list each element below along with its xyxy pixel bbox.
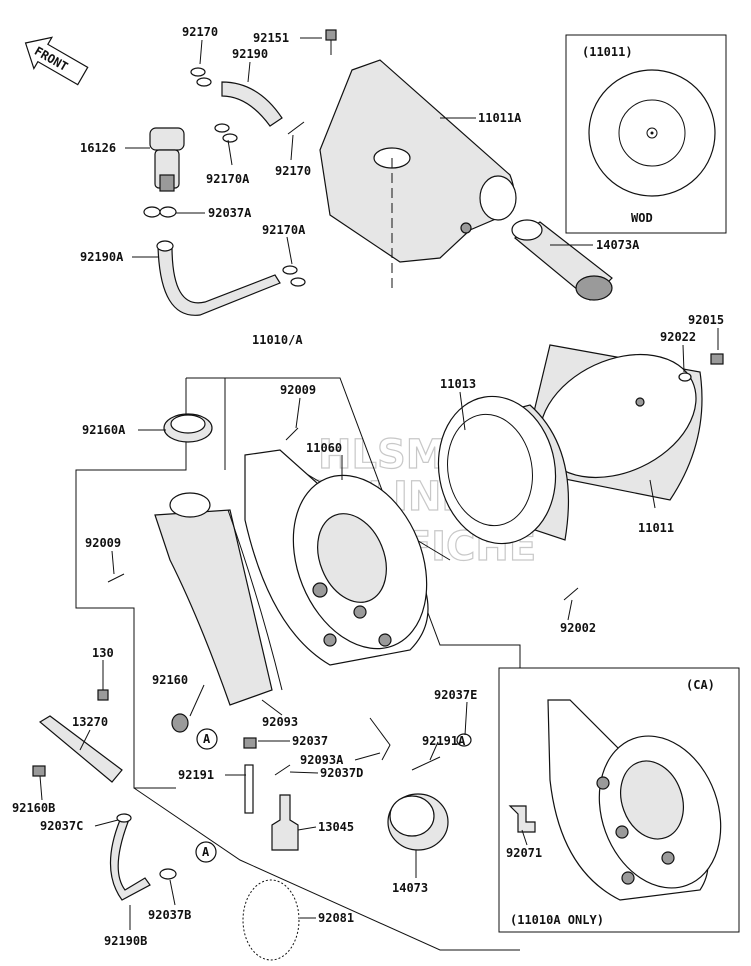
callout-a-2: A <box>195 841 217 863</box>
clamp-92037E <box>456 733 472 747</box>
clip-92170 <box>190 67 212 87</box>
clip-92037D <box>274 764 291 776</box>
leader-lines <box>39 37 719 930</box>
label-92037B: 92037B <box>148 908 191 922</box>
label-92160: 92160 <box>152 673 188 687</box>
part-labels: 92170 92151 92190 16126 11011A 92170 921… <box>12 25 724 948</box>
inset-ca: (CA) (11010A ONLY) <box>498 667 740 933</box>
label-92160B: 92160B <box>12 801 55 815</box>
clamp-92037 <box>243 737 257 749</box>
label-92037C: 92037C <box>40 819 83 833</box>
reference-lines <box>75 377 521 951</box>
grommet-92160B <box>32 765 46 777</box>
pipe-92191 <box>244 764 254 814</box>
label-92009-upper: 92009 <box>280 383 316 397</box>
label-92170A-2: 92170A <box>262 223 306 237</box>
label-92170: 92170 <box>182 25 218 39</box>
valve-16126 <box>149 127 185 192</box>
watermark-line-1: HLSM <box>318 432 446 478</box>
label-14073: 14073 <box>392 881 428 895</box>
hose-92190B <box>109 819 151 901</box>
bolt-92015 <box>710 353 724 365</box>
label-130: 130 <box>92 646 114 660</box>
label-92190A: 92190A <box>80 250 124 264</box>
clip-92037C <box>116 813 132 823</box>
label-92081: 92081 <box>318 911 354 925</box>
label-92002: 92002 <box>560 621 596 635</box>
bolt-92009-upper <box>285 427 299 441</box>
label-92009-lower: 92009 <box>85 536 121 550</box>
label-11011: 11011 <box>638 521 674 535</box>
inset-ca-title: (CA) <box>686 678 715 692</box>
label-92190B: 92190B <box>104 934 147 948</box>
label-92037E: 92037E <box>434 688 477 702</box>
bolt-92002 <box>563 587 579 601</box>
label-11013: 11013 <box>440 377 476 391</box>
hose-92190A <box>157 245 281 316</box>
breather-duct <box>154 492 283 706</box>
svg-text:A: A <box>203 732 211 746</box>
label-92071: 92071 <box>506 846 542 860</box>
label-92037D: 92037D <box>320 766 363 780</box>
label-14073A: 14073A <box>596 238 640 252</box>
label-11011A: 11011A <box>478 111 522 125</box>
filter-element-11013 <box>437 395 570 545</box>
cover-11011 <box>519 344 703 501</box>
inset-ca-frame <box>498 667 740 933</box>
oring-92081 <box>242 879 300 961</box>
cap-13045 <box>271 794 299 851</box>
gasket-92160A <box>163 413 213 443</box>
inset-11011-frame <box>565 34 727 234</box>
label-13045: 13045 <box>318 820 354 834</box>
pipe-92191A <box>411 756 441 771</box>
label-92015: 92015 <box>688 313 724 327</box>
inset-11011-caption: WOD <box>631 211 653 225</box>
callout-a-1: A <box>196 728 218 750</box>
front-arrow-icon: FRONT <box>24 36 89 86</box>
bolt-92151 <box>325 29 337 41</box>
label-92170A: 92170A <box>206 172 250 186</box>
label-92170-b: 92170 <box>275 164 311 178</box>
label-11060: 11060 <box>306 441 342 455</box>
bolt-130 <box>97 689 109 701</box>
clip-92170-b <box>287 121 305 135</box>
label-16126: 16126 <box>80 141 116 155</box>
label-92151: 92151 <box>253 31 289 45</box>
washer-92022 <box>678 372 692 382</box>
label-92022: 92022 <box>660 330 696 344</box>
label-92191A: 92191A <box>422 734 466 748</box>
clip-92037A <box>143 206 177 218</box>
inset-11011: (11011) WOD <box>565 34 727 234</box>
inset-11011-title: (11011) <box>582 45 633 59</box>
housing-11011A <box>319 59 517 290</box>
backing-plate-11010 <box>244 449 429 666</box>
label-13270: 13270 <box>72 715 108 729</box>
bolt-92009-lower <box>107 573 125 583</box>
label-92191: 92191 <box>178 768 214 782</box>
clip-92037B <box>159 868 177 880</box>
label-92160A: 92160A <box>82 423 126 437</box>
svg-text:A: A <box>202 845 210 859</box>
clip-92170A-2 <box>282 265 306 287</box>
label-92037A: 92037A <box>208 206 252 220</box>
inset-ca-caption: (11010A ONLY) <box>510 913 604 927</box>
label-11010A: 11010/A <box>252 333 303 347</box>
label-92190: 92190 <box>232 47 268 61</box>
hose-92190 <box>221 81 283 127</box>
pipe-92093A <box>369 717 391 761</box>
clip-92170A <box>214 123 238 143</box>
label-92093A: 92093A <box>300 753 344 767</box>
tube-14073A <box>511 219 613 301</box>
label-92093: 92093 <box>262 715 298 729</box>
duct-14073 <box>387 793 449 851</box>
ca-fitting-92071 <box>508 805 536 833</box>
label-92037: 92037 <box>292 734 328 748</box>
damper-92160 <box>171 713 189 733</box>
